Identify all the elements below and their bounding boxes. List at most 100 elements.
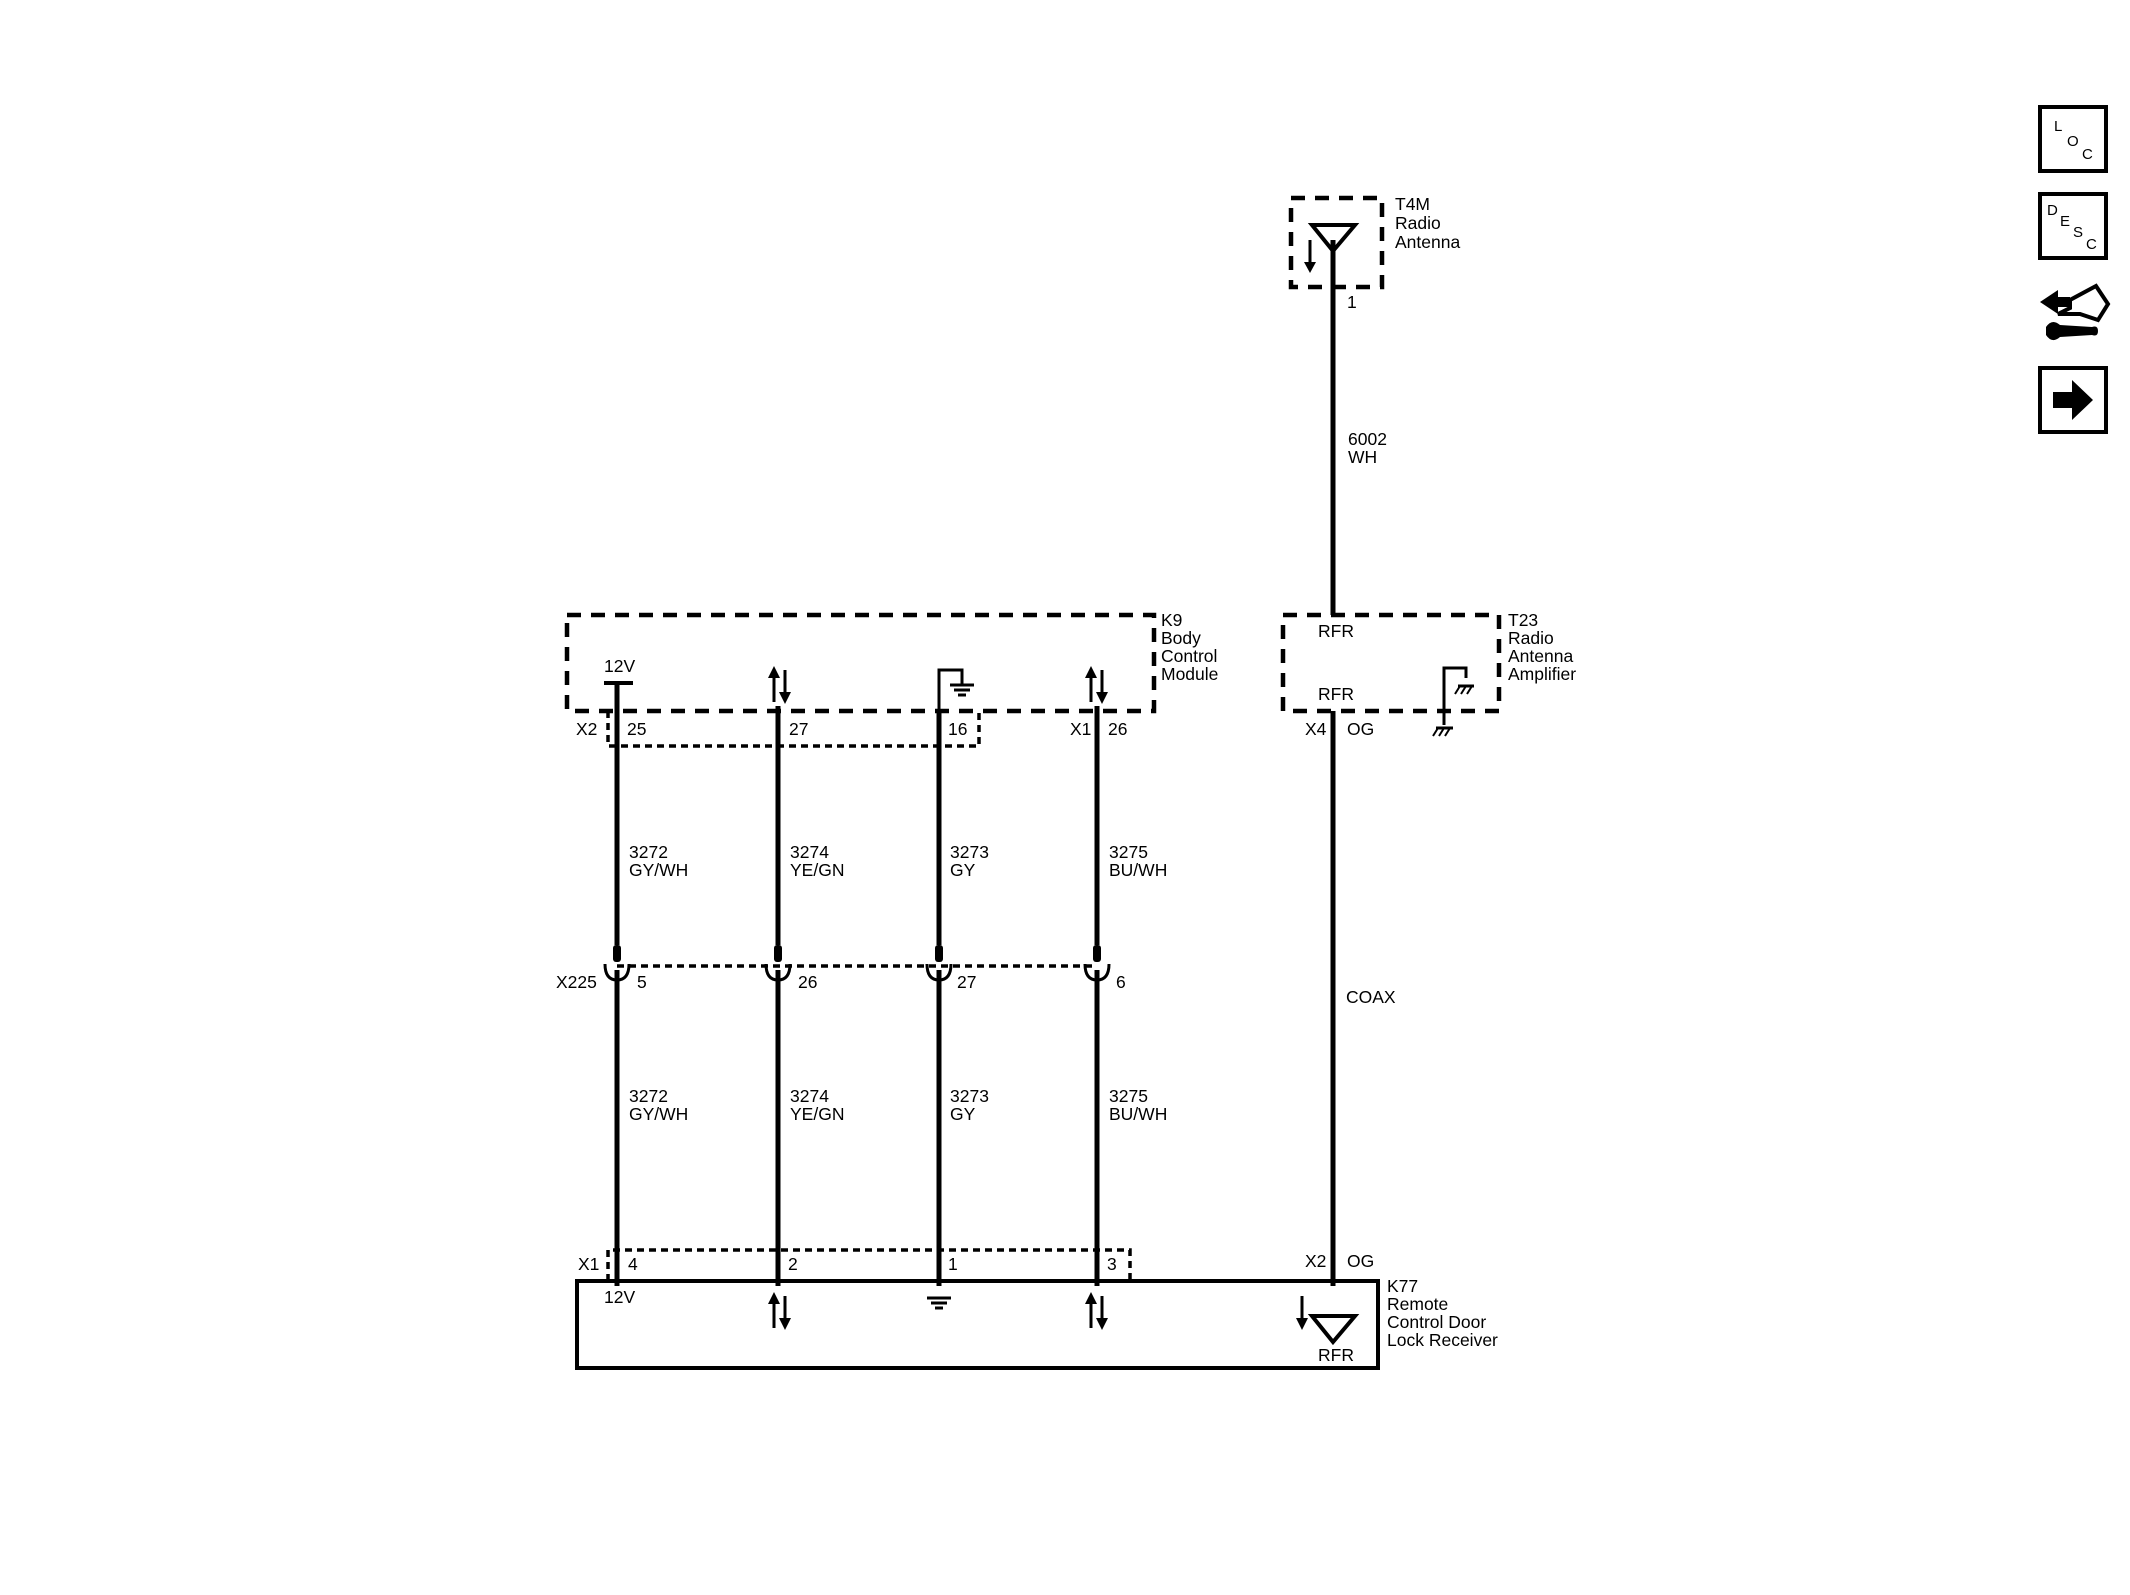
- k77-x1-connector-outline: [606, 1248, 1132, 1281]
- t4m-radio-antenna: T4M Radio Antenna 1: [1288, 194, 1460, 312]
- k77-12v-label: 12V: [604, 1287, 635, 1307]
- k9-pin-26: 26: [1108, 719, 1127, 739]
- k9-connector-x2: X2: [576, 719, 597, 739]
- antenna-wire-color: WH: [1348, 447, 1377, 467]
- bidirectional-arrow-icon: [1085, 666, 1108, 704]
- t4m-pin-number: 1: [1347, 292, 1357, 312]
- k9-pin-25: 25: [627, 719, 646, 739]
- next-arrow-icon: [2053, 380, 2093, 420]
- x225-pin-5: 5: [637, 972, 647, 992]
- x225-pin-26: 26: [798, 972, 817, 992]
- connector-terminal-icon: [764, 945, 792, 982]
- t23-boundary: [1280, 612, 1502, 714]
- t23-pin-og: OG: [1347, 719, 1374, 739]
- desc-letter-2: E: [2060, 213, 2070, 230]
- x225-pin-27: 27: [957, 972, 976, 992]
- t23-name-line2: Antenna: [1508, 646, 1573, 666]
- bidirectional-arrow-icon: [768, 666, 791, 704]
- connector-repair-button[interactable]: [2040, 283, 2111, 341]
- bidirectional-arrow-icon: [1085, 1292, 1108, 1330]
- wire-label-lower-2-color: GY: [950, 1104, 976, 1124]
- wire-label-lower-3-color: BU/WH: [1109, 1104, 1167, 1124]
- wire-label-upper-3-color: BU/WH: [1109, 860, 1167, 880]
- k9-x2-connector-outline: [606, 711, 981, 748]
- wire-label-lower-2-circuit: 3273: [950, 1086, 989, 1106]
- wire-label-upper-1-circuit: 3274: [790, 842, 829, 862]
- location-icon: L O C: [2054, 118, 2093, 163]
- connector-terminal-icon: [603, 945, 631, 982]
- t4m-name-line1: Radio: [1395, 213, 1441, 233]
- wire-label-lower-1-color: YE/GN: [790, 1104, 844, 1124]
- t23-connector-x4: X4: [1305, 719, 1327, 739]
- k9-connector-x1: X1: [1070, 719, 1091, 739]
- k9-pin-27: 27: [789, 719, 808, 739]
- t23-name-line1: Radio: [1508, 628, 1554, 648]
- desc-letter-4: C: [2086, 236, 2097, 253]
- antenna-wire-circuit: 6002: [1348, 429, 1387, 449]
- description-button[interactable]: D E S C: [2038, 192, 2108, 260]
- next-button[interactable]: [2038, 366, 2108, 434]
- k77-pin-2: 2: [788, 1254, 798, 1274]
- k77-connector-x1: X1: [578, 1254, 599, 1274]
- t4m-name-line2: Antenna: [1395, 232, 1460, 252]
- wire-label-upper-3-circuit: 3275: [1109, 842, 1148, 862]
- t4m-id: T4M: [1395, 194, 1430, 214]
- k77-name-line1: Remote: [1387, 1294, 1448, 1314]
- wire-label-upper-2-circuit: 3273: [950, 842, 989, 862]
- antenna-icon: [1296, 1296, 1360, 1346]
- k77-pin-1: 1: [948, 1254, 958, 1274]
- wire-label-upper-2-color: GY: [950, 860, 976, 880]
- connector-terminal-icon: [925, 945, 953, 982]
- wire-label-upper-1-color: YE/GN: [790, 860, 844, 880]
- desc-letter-1: D: [2047, 202, 2058, 219]
- x225-id: X225: [556, 972, 597, 992]
- desc-letter-3: S: [2073, 224, 2083, 241]
- t23-name-line3: Amplifier: [1508, 664, 1576, 684]
- k9-id: K9: [1161, 610, 1182, 630]
- t23-radio-antenna-amplifier: RFR RFR T23 Radio Antenna Amplifier X4 O…: [1280, 610, 1576, 739]
- x225-pin-6: 6: [1116, 972, 1126, 992]
- connector-terminal-icon: [1083, 945, 1111, 982]
- k9-body-control-module: K9 Body Control Module 12V X2 25: [564, 610, 1218, 748]
- location-button[interactable]: L O C: [2038, 105, 2108, 173]
- k77-name-line3: Lock Receiver: [1387, 1330, 1498, 1350]
- t23-rfr-output: RFR: [1318, 684, 1354, 704]
- k77-remote-control-door-lock-receiver: X1 4 2 1 3 X2 OG 12V RFR: [575, 1248, 1498, 1370]
- bidirectional-arrow-icon: [768, 1292, 791, 1330]
- connector-repair-icon: [2040, 283, 2111, 341]
- t23-id: T23: [1508, 610, 1538, 630]
- wire-label-lower-0-color: GY/WH: [629, 1104, 688, 1124]
- k9-name-line3: Module: [1161, 664, 1218, 684]
- chassis-ground-icon: [1432, 666, 1474, 737]
- wire-label-upper-0-circuit: 3272: [629, 842, 668, 862]
- description-icon: D E S C: [2047, 202, 2097, 253]
- k9-name-line2: Control: [1161, 646, 1217, 666]
- wire-label-lower-0-circuit: 3272: [629, 1086, 668, 1106]
- k77-rfr-label: RFR: [1318, 1345, 1354, 1365]
- k77-pin-4: 4: [628, 1254, 638, 1274]
- loc-letter-2: O: [2067, 133, 2079, 150]
- ground-icon: [937, 668, 974, 711]
- k77-name-line2: Control Door: [1387, 1312, 1486, 1332]
- antenna-icon: [1304, 223, 1360, 273]
- k77-connector-x2: X2: [1305, 1251, 1326, 1271]
- coax-label: COAX: [1346, 987, 1396, 1007]
- t23-rfr-input: RFR: [1318, 621, 1354, 641]
- loc-letter-1: L: [2054, 118, 2062, 135]
- k9-12v-label: 12V: [604, 656, 635, 676]
- loc-letter-3: C: [2082, 146, 2093, 163]
- k9-boundary: [564, 612, 1157, 714]
- wire-label-upper-0-color: GY/WH: [629, 860, 688, 880]
- k9-pin-16: 16: [948, 719, 967, 739]
- wire-label-lower-3-circuit: 3275: [1109, 1086, 1148, 1106]
- k77-pin-3: 3: [1107, 1254, 1117, 1274]
- x225-inline-connector: X225 5 26 27 6: [556, 945, 1126, 992]
- k77-boundary: [575, 1279, 1380, 1370]
- k9-name-line1: Body: [1161, 628, 1201, 648]
- k77-pin-og: OG: [1347, 1251, 1374, 1271]
- k77-id: K77: [1387, 1276, 1418, 1296]
- t4m-boundary: [1288, 195, 1385, 290]
- ground-icon: [927, 1296, 951, 1310]
- wire-label-lower-1-circuit: 3274: [790, 1086, 829, 1106]
